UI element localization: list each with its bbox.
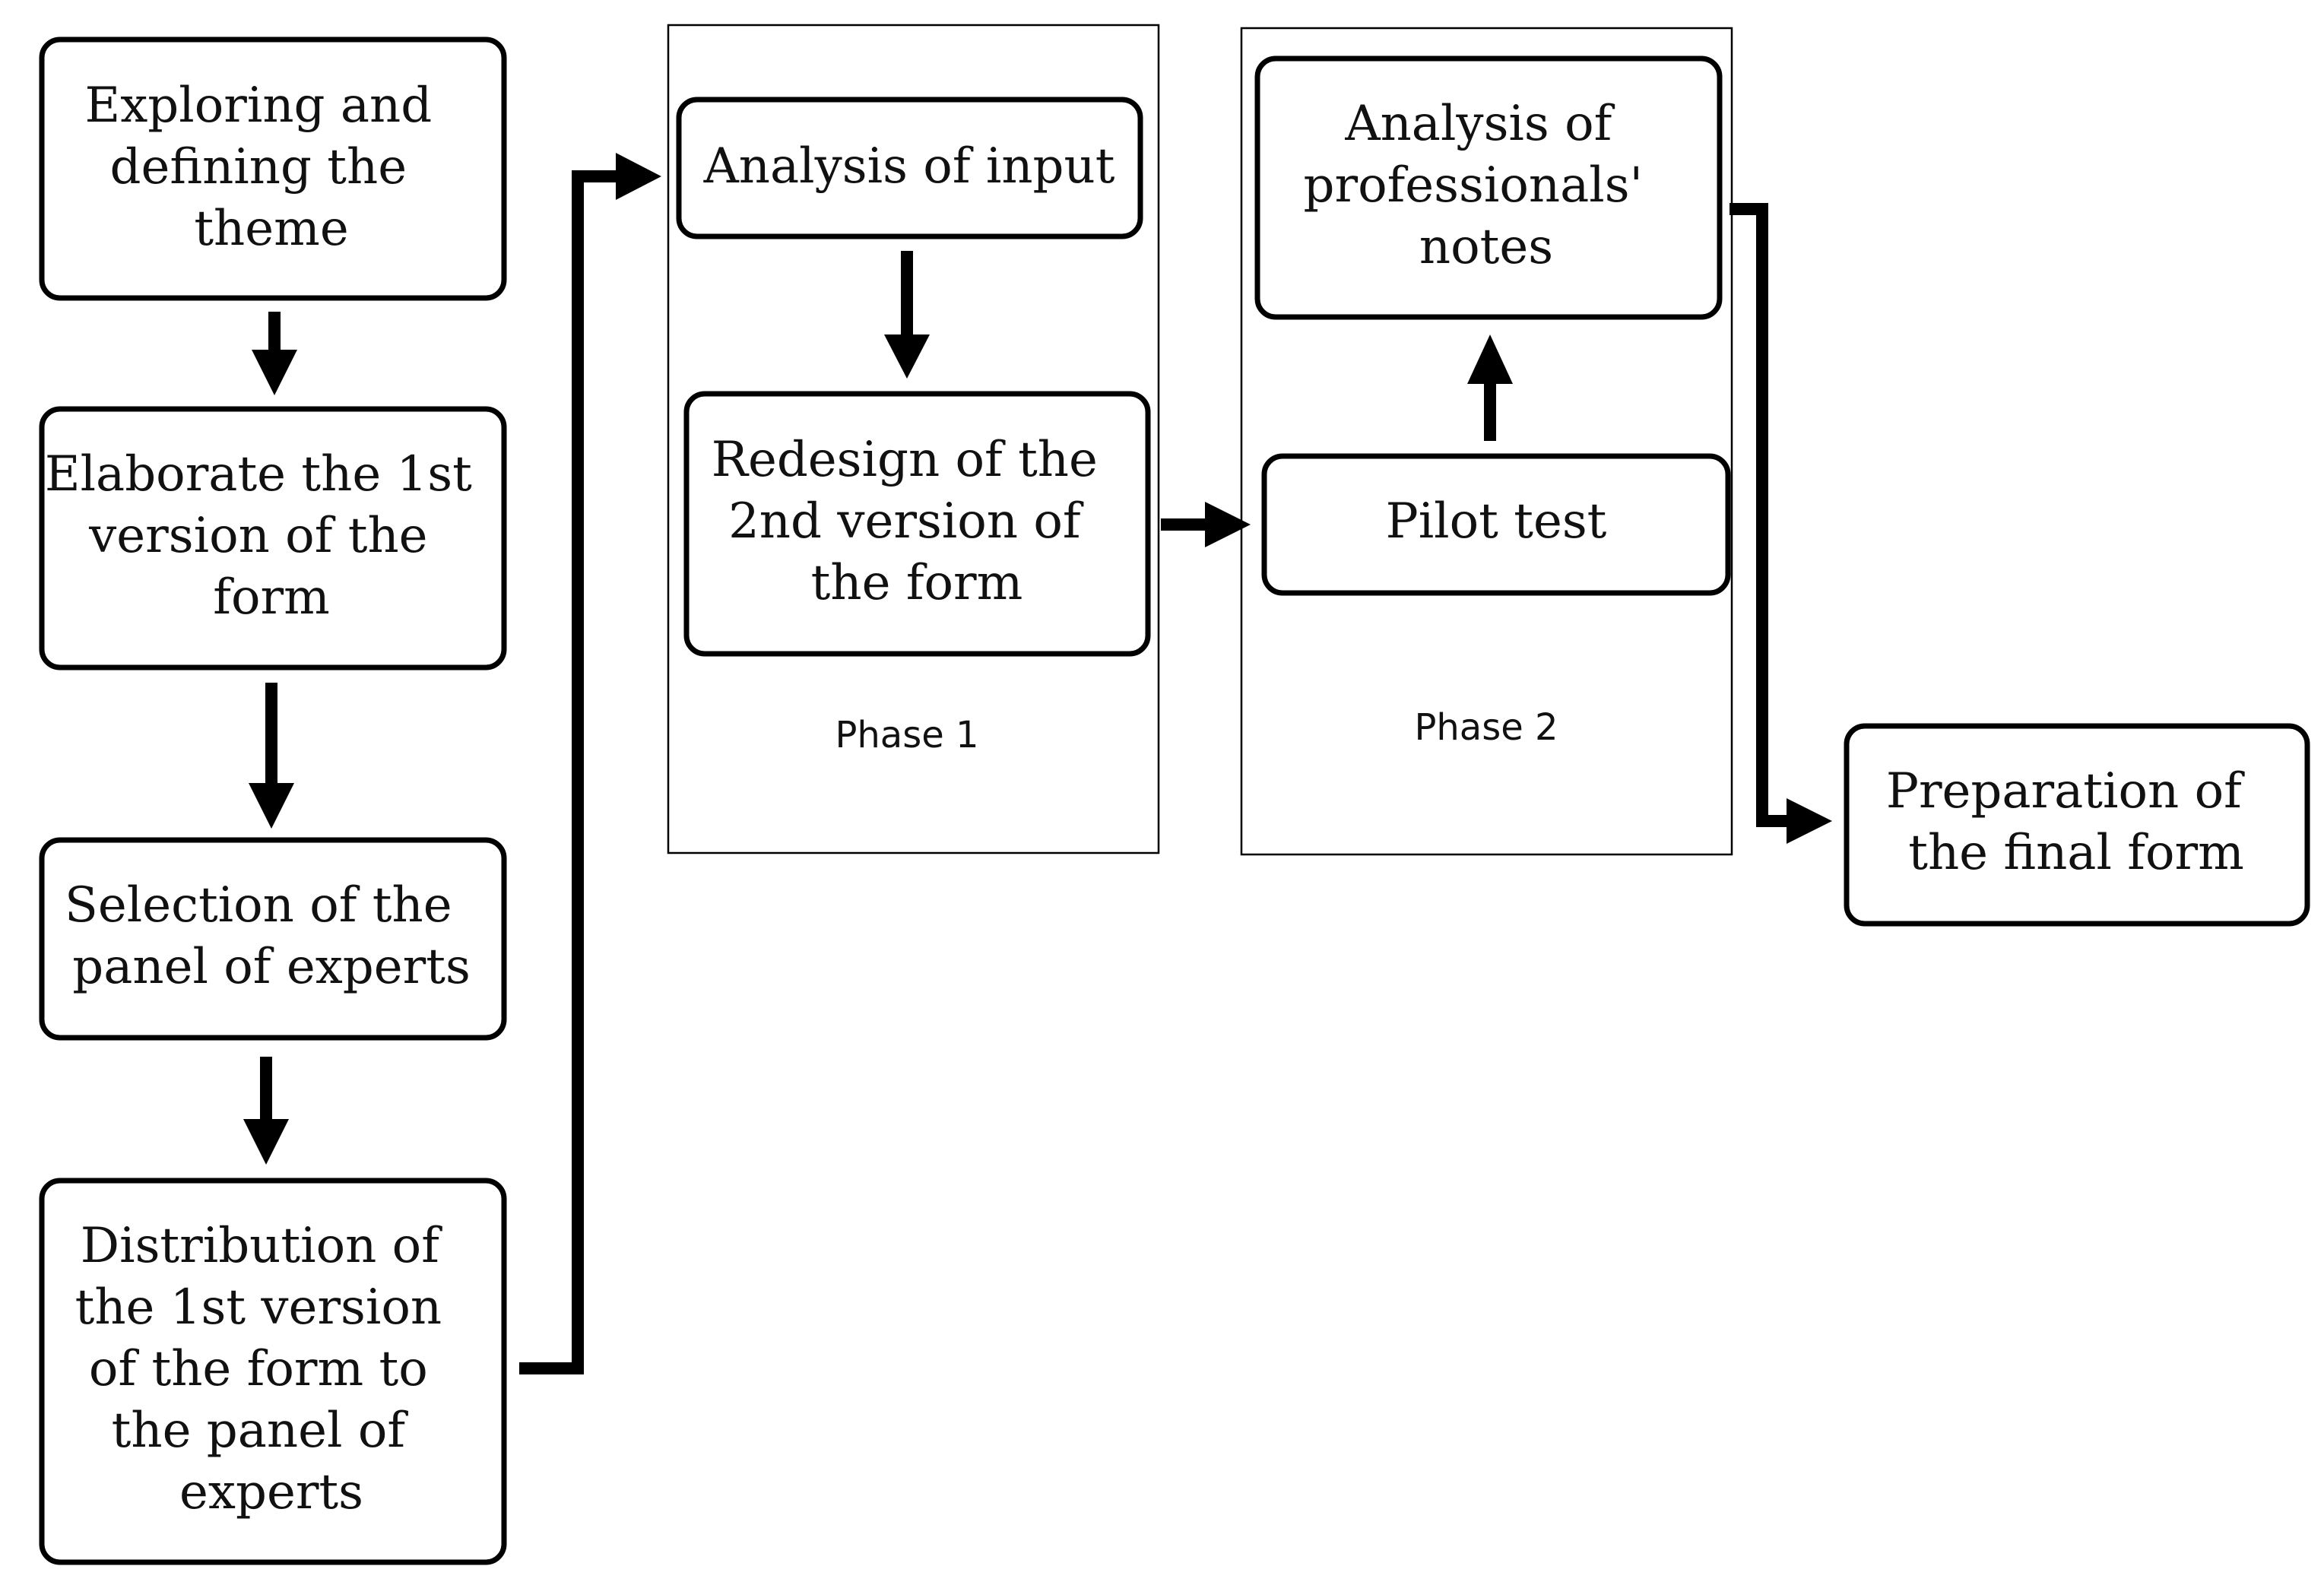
- node-line: Distribution of: [81, 1218, 442, 1274]
- node-exploring-defining-theme: Exploring and defining the theme: [39, 36, 507, 301]
- phase-2-label: Phase 2: [1414, 706, 1558, 749]
- node-elaborate-first-version: Elaborate the 1st version of the form: [39, 406, 507, 671]
- node-line: Pilot test: [1386, 493, 1607, 550]
- node-line: of the form to: [89, 1341, 428, 1397]
- node-redesign-second-version: Redesign of the 2nd version of the form: [683, 391, 1151, 657]
- svg-text:Pilot test: Pilot test: [1386, 493, 1607, 550]
- node-line: version of the: [88, 508, 427, 564]
- node-line: Elaborate the 1st: [45, 446, 472, 502]
- node-line: experts: [179, 1464, 363, 1520]
- svg-text:Preparation of the final: Preparation of the final form: [1886, 763, 2257, 881]
- arrow-explore-to-elaborate: [252, 312, 297, 395]
- node-line: Preparation of: [1886, 763, 2245, 820]
- node-line: Redesign of the: [712, 432, 1098, 488]
- node-line: the final form: [1908, 825, 2244, 881]
- svg-text:Elaborate the 1st versio: Elaborate the 1st version of the form: [45, 446, 487, 626]
- svg-text:Selection of the panel o: Selection of the panel of experts: [65, 877, 471, 995]
- node-pilot-test: Pilot test: [1261, 453, 1731, 596]
- node-preparation-final-form: Preparation of the final form: [1844, 723, 2310, 927]
- node-line: Selection of the: [65, 877, 452, 934]
- node-selection-panel-experts: Selection of the panel of experts: [39, 837, 507, 1041]
- node-analysis-of-input: Analysis of input: [676, 97, 1143, 239]
- arrow-elaborate-to-selection: [249, 683, 294, 829]
- node-line: form: [213, 569, 330, 626]
- node-analysis-professionals-notes: Analysis of professionals' notes: [1254, 55, 1723, 320]
- node-distribution-first-version: Distribution of the 1st version of the f…: [39, 1178, 507, 1565]
- svg-text:Exploring and defining t: Exploring and defining the theme: [84, 78, 447, 257]
- node-line: professionals': [1304, 157, 1644, 214]
- node-line: Exploring and: [84, 78, 432, 134]
- node-line: defining the: [110, 139, 407, 195]
- node-line: the panel of: [112, 1403, 409, 1459]
- arrow-distribution-to-analysis-input: [519, 153, 661, 1374]
- node-line: notes: [1419, 219, 1553, 275]
- arrow-pilot-to-analysis-notes: [1467, 334, 1513, 441]
- phase-1-label: Phase 1: [835, 714, 978, 756]
- node-line: the 1st version: [75, 1279, 442, 1336]
- node-line: Analysis of input: [703, 138, 1115, 195]
- arrow-analysis-notes-to-final: [1730, 203, 1832, 844]
- svg-text:Distribution of the 1st: Distribution of the 1st version of the f…: [75, 1218, 458, 1520]
- svg-text:Analysis of professional: Analysis of professionals' notes: [1304, 96, 1659, 275]
- node-line: the form: [811, 555, 1023, 611]
- svg-text:Analysis of input: Analysis of input: [703, 138, 1115, 195]
- svg-text:Redesign of the 2nd vers: Redesign of the 2nd version of the form: [712, 432, 1113, 611]
- node-line: 2nd version of: [728, 493, 1084, 550]
- arrow-selection-to-distribution: [243, 1057, 289, 1165]
- arrow-analysis-input-to-redesign: [884, 251, 930, 379]
- node-line: panel of experts: [72, 939, 471, 995]
- arrow-redesign-to-pilot: [1161, 502, 1251, 547]
- node-line: Analysis of: [1344, 96, 1615, 152]
- node-line: theme: [194, 201, 348, 257]
